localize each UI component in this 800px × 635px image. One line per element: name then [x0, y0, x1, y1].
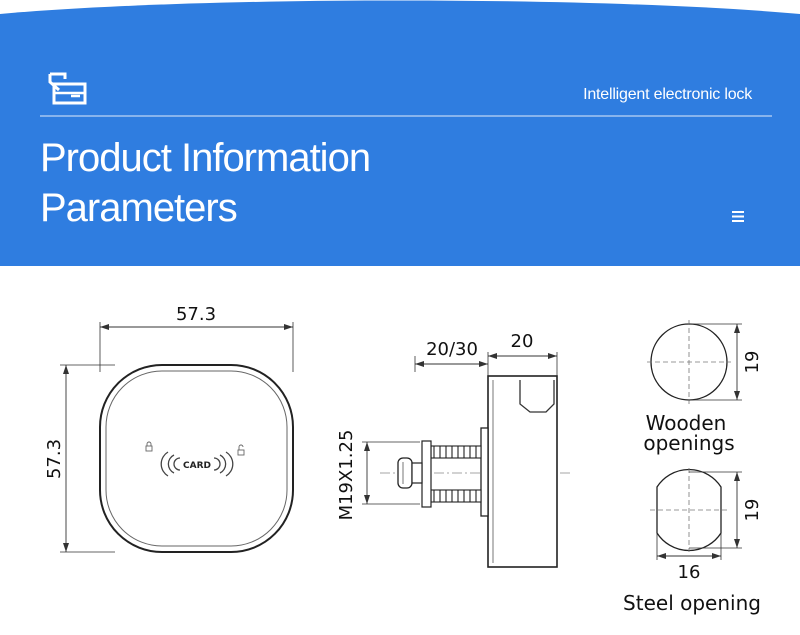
body-depth-label: 20	[511, 331, 534, 352]
lock-front-outline	[99, 364, 294, 553]
wooden-caption-line-1: Wooden	[646, 411, 727, 435]
box-arrow-icon	[48, 72, 87, 105]
front-width-label: 57.3	[176, 304, 216, 325]
cam-nut	[397, 457, 423, 489]
page-title-line-2: Parameters	[40, 186, 238, 230]
hamburger-menu-icon[interactable]	[730, 208, 746, 224]
side-view: 20/30 20 M19X1.25	[336, 331, 572, 568]
card-label: CARD	[183, 461, 211, 471]
steel-flat-width-label: 16	[678, 562, 701, 583]
wooden-opening: 19 Wooden openings	[643, 320, 763, 455]
wooden-diameter-label: 19	[742, 351, 763, 374]
locked-icon	[145, 441, 153, 452]
unlocked-icon	[237, 444, 245, 456]
mounting-bolts	[421, 440, 482, 508]
steel-caption: Steel opening	[623, 591, 761, 615]
steel-opening: 19 16 Steel opening	[623, 468, 763, 615]
lock-body-side	[487, 375, 558, 568]
card-reader-icon: CARD	[160, 451, 234, 477]
steel-diameter-label: 19	[742, 499, 763, 522]
wooden-caption-line-2: openings	[643, 431, 734, 455]
page-title-line-1: Product Information	[40, 136, 371, 180]
front-height-label: 57.3	[44, 439, 65, 479]
tagline: Intelligent electronic lock	[583, 86, 752, 103]
panel-thickness-label: 20/30	[426, 339, 478, 360]
front-view: 57.3 57.3 CARD	[44, 304, 294, 553]
thread-size-label: M19X1.25	[336, 430, 357, 521]
